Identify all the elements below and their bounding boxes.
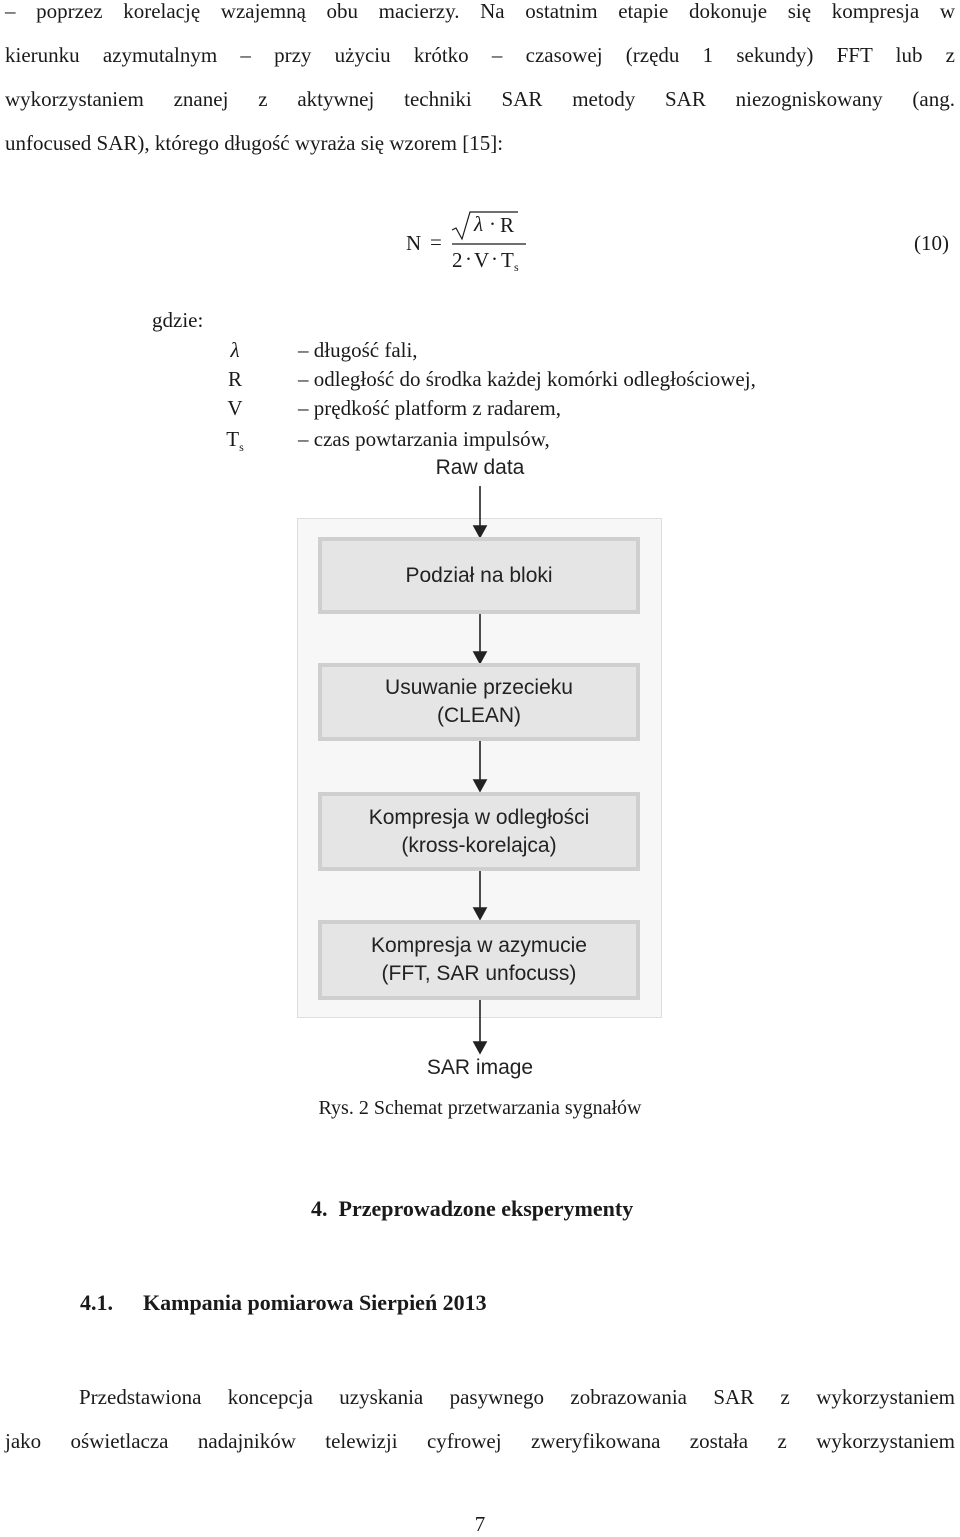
flow-output-label: SAR image <box>426 1056 534 1079</box>
fraction-drawing <box>451 211 526 245</box>
equation-two: 2 <box>452 248 463 272</box>
symbol-description: – długość fali, <box>298 338 418 362</box>
equation-dot: · <box>491 247 498 271</box>
flow-step-line: (CLEAN) <box>436 704 521 727</box>
flow-step-line: (kross-korelajca) <box>401 833 557 857</box>
flow-step-line: Kompresja w odległości <box>368 805 590 829</box>
equation-subscript: s <box>514 260 519 274</box>
flow-step-split-blocks: Podział na bloki <box>318 537 640 614</box>
symbol-description: – czas powtarzania impulsów, <box>298 427 550 451</box>
symbol: λ <box>230 338 240 362</box>
section-title: Przeprowadzone eksperymenty <box>338 1196 634 1221</box>
subsection-number: 4.1. <box>80 1290 113 1315</box>
flow-step-azimuth-compression: Kompresja w azymucie (FFT, SAR unfocuss) <box>318 920 640 1000</box>
subsection-heading: 4.1. Kampania pomiarowa Sierpień 2013 <box>80 1290 487 1316</box>
where-label: gdzie: <box>152 308 204 332</box>
symbol-subscript: s <box>239 440 244 455</box>
page-number: 7 <box>474 1512 486 1536</box>
paragraph-line: wykorzystaniem znanej z aktywnej technik… <box>5 87 955 111</box>
figure-caption: Rys. 2 Schemat przetwarzania sygnałów <box>318 1097 642 1119</box>
section-number: 4. <box>311 1196 328 1221</box>
subsection-title: Kampania pomiarowa Sierpień 2013 <box>143 1290 487 1315</box>
symbol: R <box>227 367 242 391</box>
paragraph-line: unfocused SAR), którego długość wyraża s… <box>5 131 504 155</box>
equation-dot: · <box>465 247 472 271</box>
symbol-description: – prędkość platform z radarem, <box>298 396 561 420</box>
equation-v: V <box>474 248 490 272</box>
flow-step-line: Podział na bloki <box>405 563 553 587</box>
equation-number: (10) <box>914 231 949 255</box>
equation-t: T <box>501 248 514 272</box>
equation-lhs: N <box>406 231 422 255</box>
flow-input-label: Raw data <box>435 456 525 479</box>
equation-dot: · <box>489 212 496 236</box>
symbol: V <box>227 396 243 420</box>
equation-r: R <box>500 213 515 237</box>
section-heading: 4. Przeprowadzone eksperymenty <box>311 1196 633 1222</box>
paragraph-line: jako oświetlacza nadajników telewizji cy… <box>5 1429 955 1453</box>
symbol: Ts <box>205 427 265 455</box>
flow-step-line: Usuwanie przecieku <box>385 676 573 699</box>
flow-step-range-compression: Kompresja w odległości (kross-korelajca) <box>318 792 640 871</box>
equation-equals: = <box>430 230 442 254</box>
paragraph-line: kierunku azymutalnym – przy użyciu krótk… <box>5 43 955 67</box>
symbol-description: – odległość do środka każdej komórki odl… <box>298 367 756 391</box>
flow-step-leak-removal: Usuwanie przecieku (CLEAN) <box>318 663 640 741</box>
paragraph-line: – poprzez korelację wzajemną obu macierz… <box>5 0 955 23</box>
equation-lambda: λ <box>474 212 484 236</box>
paragraph-line: Przedstawiona koncepcja uzyskania pasywn… <box>79 1385 955 1409</box>
flow-step-line: (FFT, SAR unfocuss) <box>381 962 577 985</box>
flow-step-line: Kompresja w azymucie <box>371 934 587 957</box>
symbol-letter: T <box>226 427 240 451</box>
